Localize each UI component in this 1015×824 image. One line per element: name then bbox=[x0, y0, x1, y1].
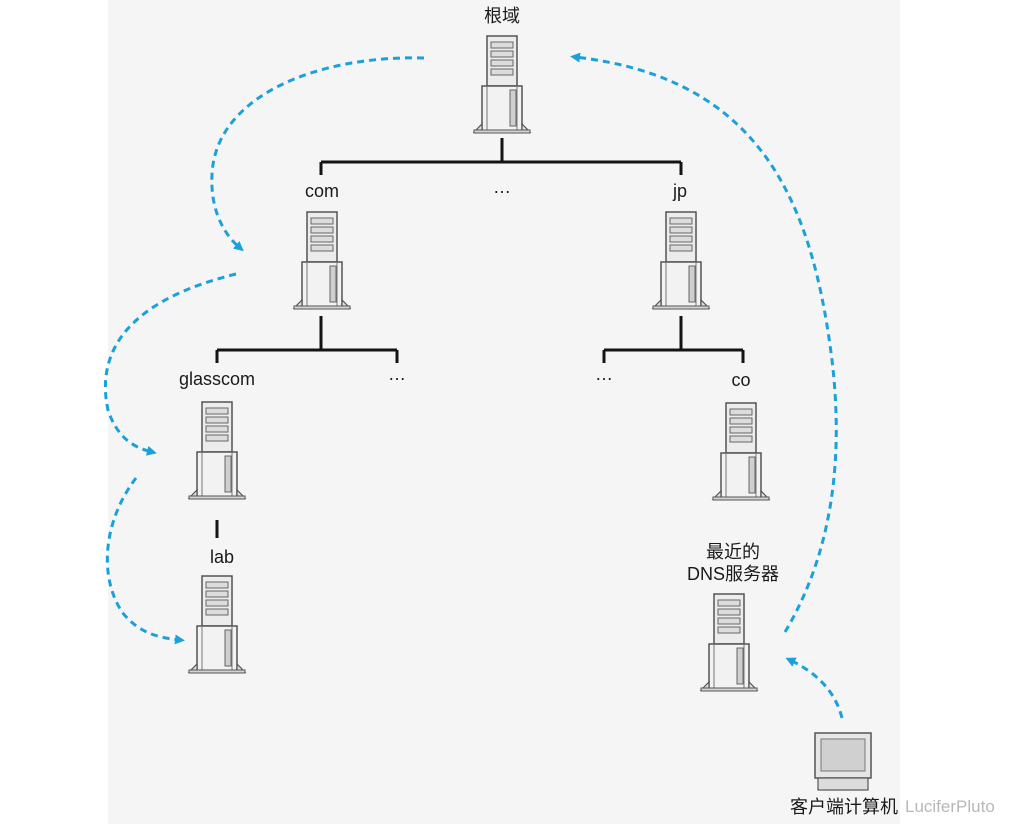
arrow-client-to-dns bbox=[785, 657, 844, 719]
tree-lines bbox=[215, 138, 745, 538]
arrow-dns-to-root bbox=[570, 52, 838, 633]
jp-domain-label: jp bbox=[672, 181, 688, 201]
com-domain-label: com bbox=[304, 181, 340, 201]
ellipsis-com: … bbox=[388, 364, 406, 384]
co-server-icon bbox=[712, 402, 770, 501]
jp-server-icon bbox=[652, 211, 710, 310]
arrow-com-to-glasscom bbox=[103, 272, 237, 456]
root-domain-label: 根域 bbox=[484, 6, 520, 26]
lab-domain-label: lab bbox=[209, 547, 235, 567]
diagram-background bbox=[108, 0, 900, 824]
arrow-root-to-com bbox=[210, 56, 425, 252]
client-computer-label: 客户端计算机 bbox=[790, 797, 898, 817]
query-arrows bbox=[103, 52, 844, 719]
root-server-icon bbox=[473, 35, 531, 134]
nearest-dns-label-line2: DNS服务器 bbox=[686, 564, 780, 584]
glasscom-server-icon bbox=[188, 401, 246, 500]
ellipsis-top: … bbox=[493, 177, 511, 197]
client-computer-icon bbox=[814, 732, 872, 791]
glasscom-domain-label: glasscom bbox=[178, 369, 256, 389]
lab-server-icon bbox=[188, 575, 246, 674]
nearest-dns-server-icon bbox=[700, 593, 758, 692]
com-server-icon bbox=[293, 211, 351, 310]
watermark: LuciferPluto bbox=[905, 797, 995, 816]
nearest-dns-label-line1: 最近的 bbox=[706, 542, 760, 562]
arrow-glasscom-to-lab bbox=[105, 477, 185, 645]
ellipsis-jp: … bbox=[595, 364, 613, 384]
co-domain-label: co bbox=[731, 370, 751, 390]
